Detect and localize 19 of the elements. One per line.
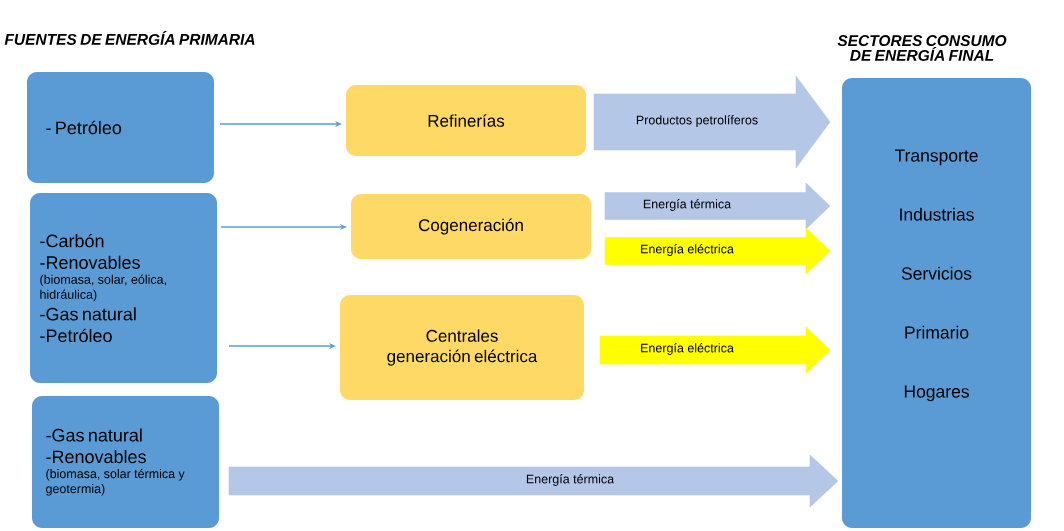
edge-label: Energía eléctrica (641, 343, 734, 355)
source-box: -Carbón -Renovables (biomasa, solar, eólica, hidráulica) -Gas natural -Petróleo (30, 193, 217, 383)
block-arrow (604, 182, 831, 230)
process-box: Refinerías (346, 85, 586, 156)
source-box: - Petróleo (27, 72, 214, 183)
edge-label: Energía térmica (526, 474, 615, 486)
source-box: -Gas natural -Renovables (biomasa, solar térmica y geotermia) (32, 396, 219, 528)
edge-label: Productos petrolíferos (636, 115, 758, 127)
edge-label: Energía eléctrica (641, 244, 734, 256)
process-box: Cogeneración (351, 194, 591, 259)
sector-box: Transporte Industrias Servicios Primario Hogares (842, 78, 1031, 528)
heading: FUENTES DE ENERGÍA PRIMARIA (4, 31, 255, 45)
block-arrow (604, 227, 831, 275)
block-arrow (593, 75, 831, 169)
heading: SECTORES CONSUMO DE ENERGÍA FINAL (837, 35, 1007, 61)
block-arrow (228, 454, 839, 508)
edge-label: Energía térmica (643, 199, 732, 211)
block-arrow (599, 326, 831, 374)
process-box: Centrales generación eléctrica (340, 295, 584, 400)
